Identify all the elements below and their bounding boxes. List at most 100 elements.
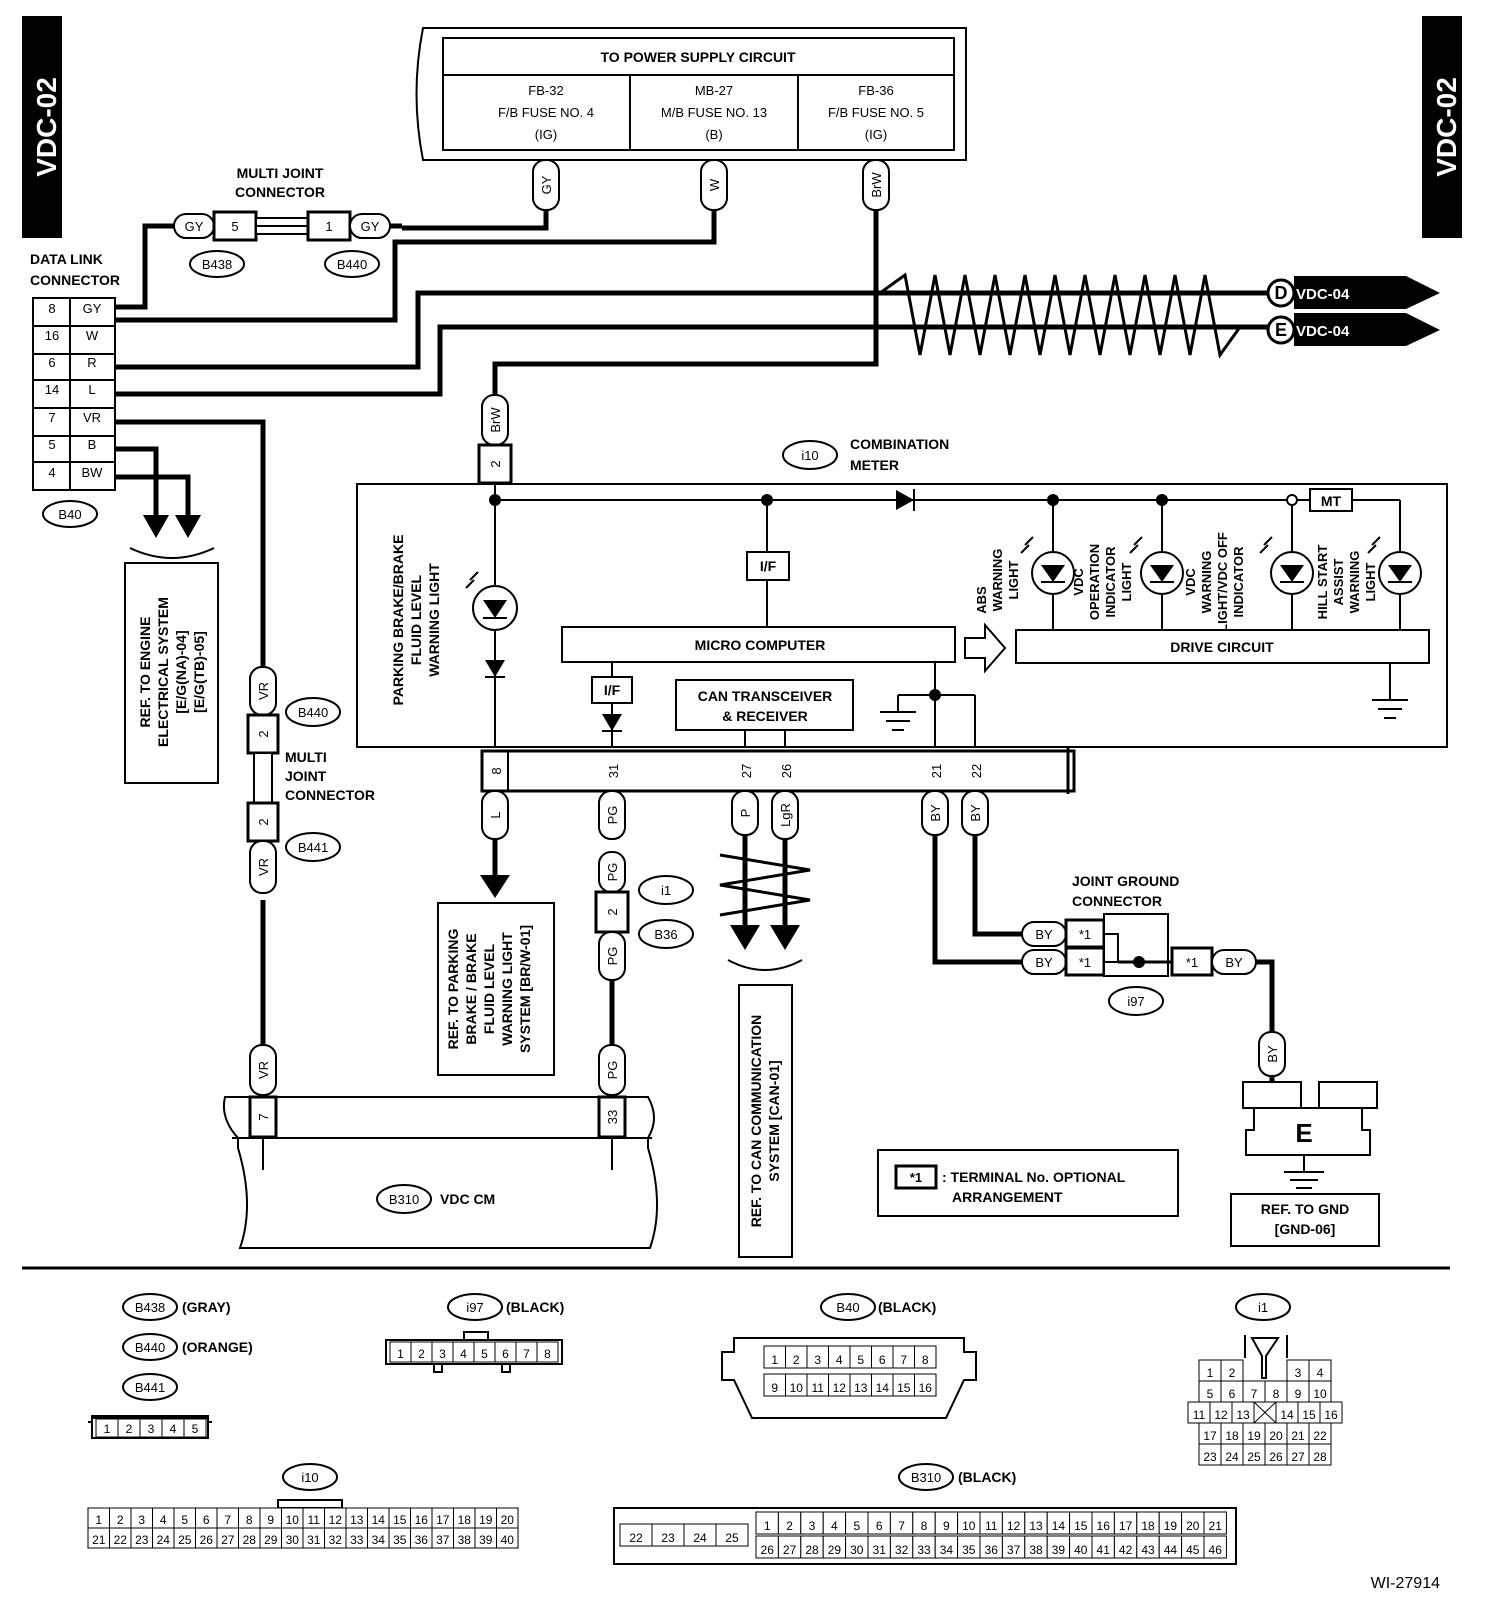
cv-i97-color: (BLACK): [506, 1299, 564, 1315]
offpage-e-letter: E: [1275, 320, 1287, 340]
b40-pin-7: 7: [900, 1353, 907, 1367]
i10-pin-7: 7: [224, 1513, 231, 1527]
cm-pin-8: 8: [489, 767, 504, 774]
i1-pin-26: 26: [1269, 1450, 1283, 1464]
fuse3-id: FB-36: [858, 83, 893, 98]
b310-pin-11: 11: [985, 1519, 998, 1533]
vdc-cm-id: B310: [389, 1192, 419, 1207]
b310-pin-32: 32: [895, 1543, 909, 1557]
b310-pin-15: 15: [1074, 1519, 1088, 1533]
cv-i10-id: i10: [301, 1470, 318, 1485]
dlc-color-4: VR: [83, 410, 101, 425]
gnd-ref-1: REF. TO GND: [1261, 1201, 1349, 1217]
vdc-op-3: INDICATOR: [1103, 546, 1118, 618]
vdc-cm-right-pin: 33: [605, 1110, 620, 1124]
dlc-color-6: BW: [82, 465, 104, 480]
b40-pin-8: 8: [922, 1353, 929, 1367]
i10-pin-4: 4: [160, 1513, 167, 1527]
i97-pin-2: 2: [418, 1347, 425, 1361]
b40-pin-14: 14: [876, 1381, 890, 1395]
mjc-right-label: GY: [361, 219, 380, 234]
b310-pin-44: 44: [1164, 1543, 1178, 1557]
b40-pin-8-cell: [914, 1345, 937, 1369]
i1-pin-3: 3: [1295, 1366, 1302, 1380]
engine-ref-2: ELECTRICAL SYSTEM: [155, 597, 171, 747]
vdc-warn-2: WARNING: [1199, 551, 1214, 614]
brake-ref-4: WARNING LIGHT: [499, 932, 515, 1046]
cm-can-2: & RECEIVER: [722, 708, 808, 724]
cm-id: i10: [801, 448, 818, 463]
b40-pin-2: 2: [793, 1353, 800, 1367]
abs-light-3: LIGHT: [1006, 560, 1021, 599]
i1-pin-19: 19: [1247, 1429, 1261, 1443]
b438-pin-4: 4: [170, 1422, 177, 1436]
out-color-lgr: LgR: [778, 803, 793, 827]
b310-pin-22: 22: [629, 1531, 643, 1545]
b310-pin-23: 23: [661, 1531, 675, 1545]
mjc-left-pin: 5: [231, 219, 238, 234]
legend-text-1: : TERMINAL No. OPTIONAL: [942, 1169, 1126, 1185]
b310-pin-34: 34: [940, 1543, 954, 1557]
b310-pin-25: 25: [725, 1531, 739, 1545]
i1-top-color: PG: [605, 863, 620, 882]
i1-pin-21: 21: [1291, 1429, 1305, 1443]
i1-pin-6: 6: [1229, 1387, 1236, 1401]
i10-pin-36: 36: [415, 1533, 429, 1547]
mjc-right-pin: 1: [325, 219, 332, 234]
mjc-title-1: MULTI JOINT: [237, 165, 324, 181]
wire-color-gy: GY: [539, 175, 554, 194]
vdc-warn-4: INDICATOR: [1231, 546, 1246, 618]
vdc-warn-1: VDC: [1183, 568, 1198, 596]
dlc-pin-2: 6: [48, 355, 55, 370]
hill-3: WARNING: [1347, 551, 1362, 614]
b40-pin-13: 13: [854, 1381, 868, 1395]
i10-pin-39: 39: [479, 1533, 493, 1547]
legend-text-2: ARRANGEMENT: [952, 1189, 1063, 1205]
b40-pin-4: 4: [836, 1353, 843, 1367]
i10-pin-29: 29: [264, 1533, 278, 1547]
mjc-title-2: CONNECTOR: [235, 184, 325, 200]
b40-pin-11: 11: [812, 1381, 825, 1395]
b438-pin-5-cell: [183, 1418, 207, 1438]
power-wires: GY W BrW: [116, 159, 890, 395]
engine-ref-group: REF. TO ENGINE ELECTRICAL SYSTEM [E/G(NA…: [116, 446, 219, 784]
i1-pin-28-cell: [1308, 1443, 1332, 1466]
cm-if-bottom: I/F: [604, 682, 621, 698]
i1-pin-22: 22: [1313, 1429, 1327, 1443]
brake-light-3: WARNING LIGHT: [426, 563, 442, 677]
offpage-connectors: D VDC-04 E VDC-04: [1266, 276, 1440, 346]
i10-pin-32: 32: [329, 1533, 343, 1547]
dlc-color-2: R: [87, 355, 96, 370]
i10-pin-21: 21: [92, 1533, 106, 1547]
b438-pin-2: 2: [126, 1422, 133, 1436]
cv-b40-id: B40: [836, 1300, 859, 1315]
i1-pin-14: 14: [1280, 1408, 1294, 1422]
i10-pin-38: 38: [458, 1533, 472, 1547]
b310-pin-24: 24: [693, 1531, 707, 1545]
cm-can-1: CAN TRANSCEIVER: [698, 688, 833, 704]
b310-pin-42: 42: [1119, 1543, 1133, 1557]
i10-pin-2: 2: [117, 1513, 124, 1527]
b40-pin-16-cell: [914, 1373, 937, 1397]
dlc-color-3: L: [88, 382, 95, 397]
dlc-pin-6: 4: [48, 465, 55, 480]
i10-pin-26: 26: [200, 1533, 214, 1547]
i10-pin-15: 15: [393, 1513, 407, 1527]
cv-b40-color: (BLACK): [878, 1299, 936, 1315]
mj2-title-1: MULTI: [285, 749, 327, 765]
out-color-l: L: [488, 811, 503, 818]
i1-pin-17: 17: [1203, 1429, 1217, 1443]
vdc-op-2: OPERATION: [1087, 544, 1102, 620]
i10-pin-33: 33: [350, 1533, 364, 1547]
b310-pin-5: 5: [853, 1519, 860, 1533]
b310-pin-43: 43: [1141, 1543, 1155, 1557]
offpage-e-ref: VDC-04: [1296, 323, 1350, 340]
cv-i97-id: i97: [466, 1300, 483, 1315]
dlc-pin-0: 8: [48, 301, 55, 316]
i1-pin-20: 20: [1269, 1429, 1283, 1443]
jgc-id: i97: [1127, 994, 1144, 1009]
b310-pin-30: 30: [850, 1543, 864, 1557]
